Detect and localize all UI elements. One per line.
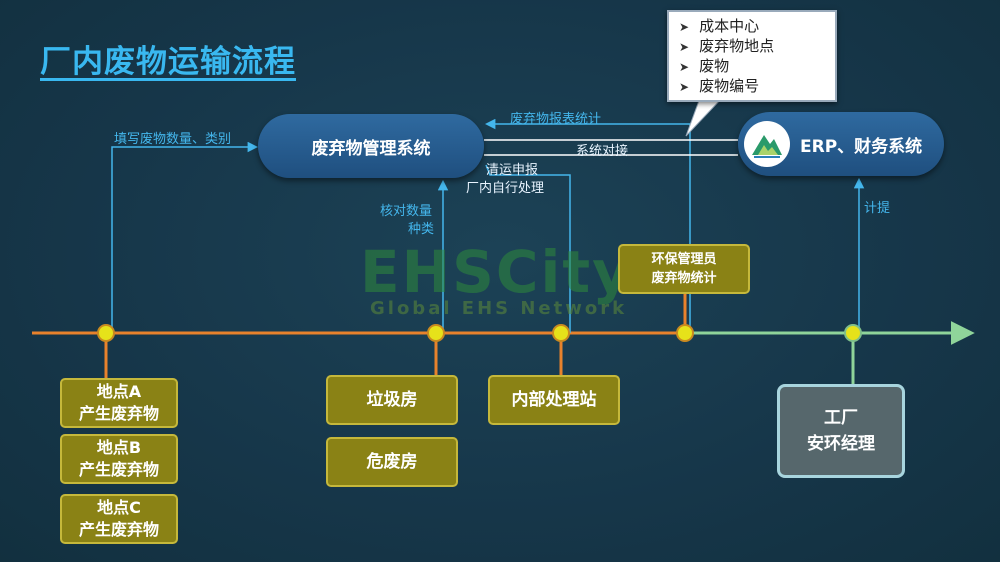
chevron-right-icon: ➤ [679, 40, 690, 54]
chevron-right-icon: ➤ [679, 80, 690, 94]
env-admin-box[interactable]: 环保管理员 废弃物统计 [618, 244, 750, 294]
label-report-stats: 废弃物报表统计 [510, 112, 602, 127]
manager-line1: 工厂 [824, 408, 858, 428]
node-admin [676, 324, 694, 342]
chevron-right-icon: ➤ [679, 20, 690, 34]
source-b-line2: 产生废弃物 [78, 460, 159, 479]
factory-ehs-manager-box[interactable]: 工厂 安环经理 [777, 384, 905, 478]
internal-station-box[interactable]: 内部处理站 [488, 375, 620, 425]
hazardous-room-label: 危废房 [366, 452, 418, 472]
source-c-line2: 产生废弃物 [78, 520, 159, 539]
garbage-room-box[interactable]: 垃圾房 [326, 375, 458, 425]
node-garbage [427, 324, 445, 342]
waste-management-system[interactable]: 废弃物管理系统 [258, 114, 484, 178]
callout-item: ➤废物编号 [679, 77, 760, 95]
env-admin-line2: 废弃物统计 [651, 271, 717, 286]
node-station [552, 324, 570, 342]
waste-system-label: 废弃物管理系统 [311, 138, 431, 159]
watermark-subtitle: Global EHS Network [370, 298, 628, 319]
internal-station-label: 内部处理站 [511, 390, 597, 410]
manager-line2: 安环经理 [807, 434, 875, 454]
source-box-a[interactable]: 地点A 产生废弃物 [60, 378, 178, 428]
source-a-line2: 产生废弃物 [78, 404, 159, 423]
callout-item: ➤成本中心 [679, 17, 760, 35]
erp-finance-system[interactable]: ERP、财务系统 [738, 112, 944, 176]
erp-system-label: ERP、财务系统 [800, 136, 923, 157]
callout-pointer [685, 97, 724, 137]
source-box-c[interactable]: 地点C 产生废弃物 [60, 494, 178, 544]
arrow-clearance [485, 164, 571, 333]
label-verify-qty: 核对数量 [380, 204, 433, 219]
source-c-line1: 地点C [97, 498, 141, 517]
node-sources [97, 324, 115, 342]
chevron-right-icon: ➤ [679, 60, 690, 74]
label-self-process: 厂内自行处理 [466, 181, 545, 196]
source-a-line1: 地点A [96, 382, 142, 401]
mountain-logo-icon [744, 121, 790, 167]
garbage-room-label: 垃圾房 [366, 390, 418, 410]
hazardous-room-box[interactable]: 危废房 [326, 437, 458, 487]
arrow-fill-in [111, 141, 259, 333]
source-b-line1: 地点B [96, 438, 142, 457]
source-box-b[interactable]: 地点B 产生废弃物 [60, 434, 178, 484]
label-verify-type: 种类 [408, 222, 435, 237]
label-fill-in: 填写废物数量、类别 [114, 132, 232, 147]
callout-item: ➤废物 [679, 57, 730, 75]
watermark-logo: EHSCity [360, 238, 632, 306]
node-manager [844, 324, 862, 342]
env-admin-line1: 环保管理员 [651, 252, 717, 267]
callout-item: ➤废弃物地点 [679, 37, 775, 55]
label-clearance: 清运申报 [486, 163, 539, 178]
page-title: 厂内废物运输流程 [40, 44, 296, 80]
label-system-link: 系统对接 [576, 144, 629, 159]
label-accrual: 计提 [864, 201, 891, 216]
erp-fields-callout: ➤成本中心 ➤废弃物地点 ➤废物 ➤废物编号 [667, 10, 837, 102]
